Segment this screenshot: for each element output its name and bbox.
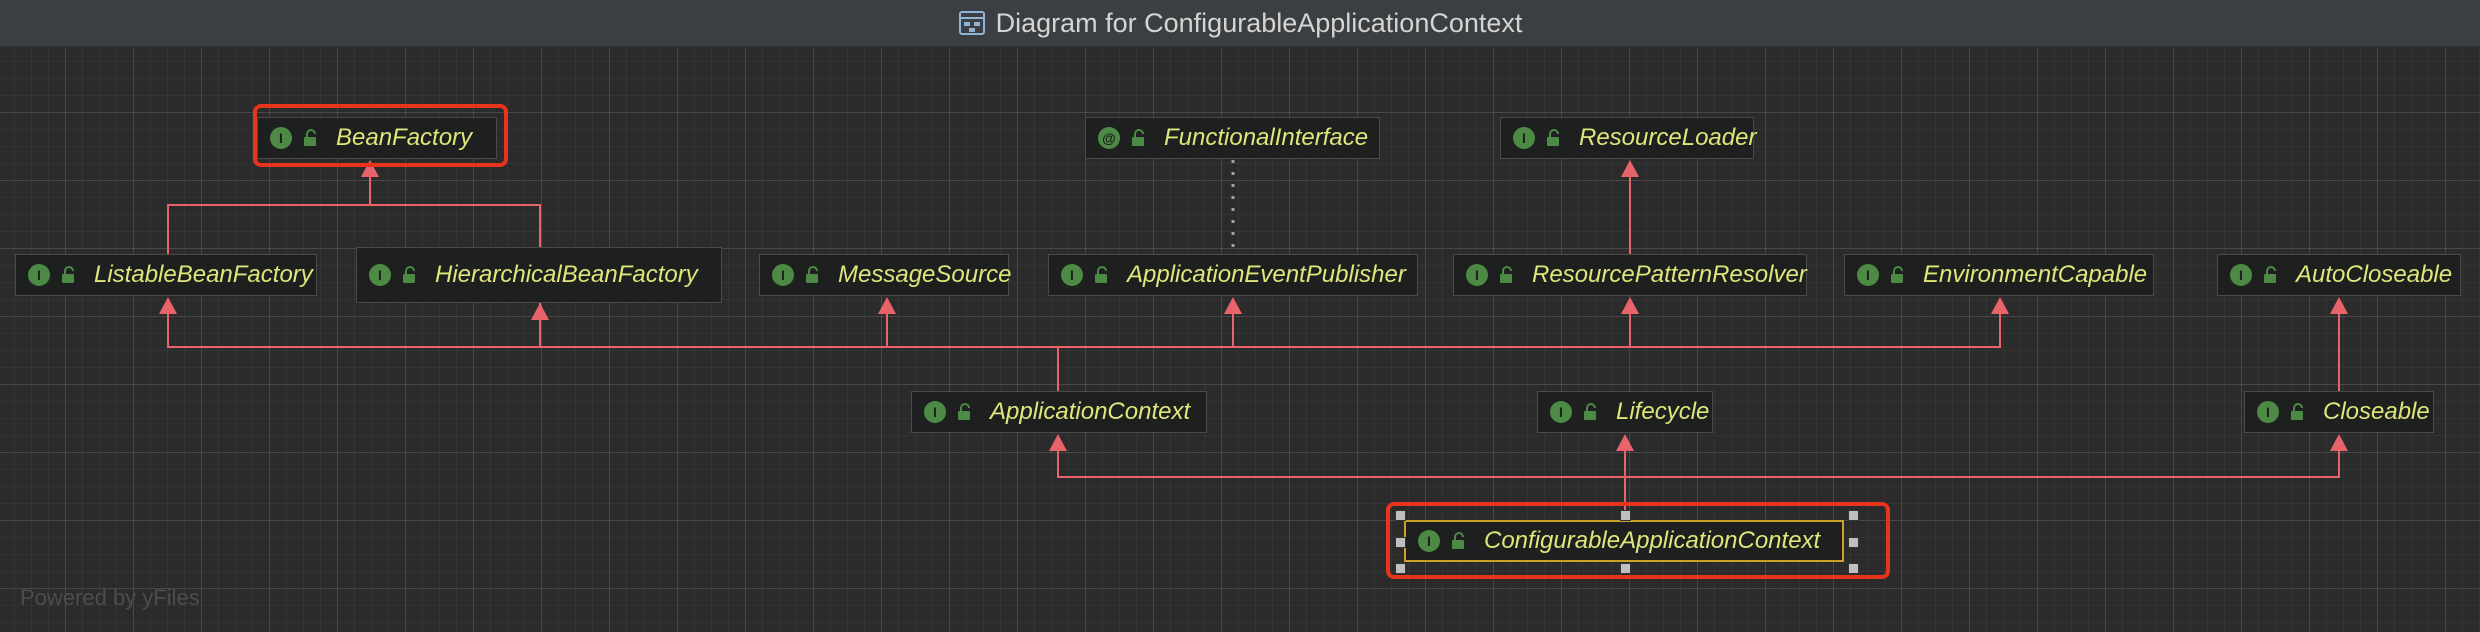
highlight-box-bean-factory: [253, 104, 508, 167]
public-lock-icon: [1500, 266, 1512, 283]
node-bean-factory[interactable]: I BeanFactory: [257, 117, 497, 159]
node-listable-bean-factory[interactable]: I ListableBeanFactory: [15, 254, 317, 296]
public-lock-icon: [1891, 266, 1903, 283]
interface-badge-icon: I: [1857, 264, 1879, 286]
arrowhead-hierarchical: [531, 303, 549, 320]
node-message-source[interactable]: I MessageSource: [759, 254, 1012, 296]
interface-badge-icon: I: [2230, 264, 2252, 286]
edge-listable-to-beanfactory: [167, 176, 371, 254]
arrowhead-listable: [159, 297, 177, 314]
public-lock-icon: [1584, 403, 1596, 420]
selection-handle[interactable]: [1848, 510, 1859, 521]
interface-badge-icon: I: [1418, 530, 1440, 552]
interface-badge-icon: I: [924, 401, 946, 423]
selection-handle[interactable]: [1620, 510, 1631, 521]
edge-cac-bus: [1057, 450, 2340, 478]
node-label: ListableBeanFactory: [94, 261, 313, 288]
arrowhead-beanfactory: [361, 160, 379, 177]
node-label: Closeable: [2323, 398, 2430, 425]
interface-badge-icon: I: [1550, 401, 1572, 423]
interface-badge-icon: I: [1466, 264, 1488, 286]
selection-handle[interactable]: [1395, 537, 1406, 548]
node-label: EnvironmentCapable: [1923, 261, 2148, 288]
edge-appctx-bus: [167, 313, 2001, 348]
node-environment-capable[interactable]: I EnvironmentCapable: [1844, 254, 2154, 296]
node-configurable-application-context[interactable]: I ConfigurableApplicationContext: [1404, 520, 1844, 562]
public-lock-icon: [806, 266, 818, 283]
selection-handle[interactable]: [1620, 563, 1631, 574]
interface-badge-icon: I: [1513, 127, 1535, 149]
selection-handle[interactable]: [1848, 537, 1859, 548]
diagram-icon: [958, 11, 985, 35]
interface-badge-icon: I: [270, 127, 292, 149]
public-lock-icon: [1095, 266, 1107, 283]
arrowhead-autocloseable: [2330, 297, 2348, 314]
edge-hierarchical-to-beanfactory: [370, 204, 541, 247]
public-lock-icon: [62, 266, 74, 283]
interface-badge-icon: I: [772, 264, 794, 286]
public-lock-icon: [2264, 266, 2276, 283]
node-label: ResourceLoader: [1579, 124, 1757, 151]
node-resource-pattern-resolver[interactable]: I ResourcePatternResolver: [1453, 254, 1807, 296]
arrowhead-lifecycle: [1616, 434, 1634, 451]
interface-badge-icon: I: [1061, 264, 1083, 286]
node-label: MessageSource: [838, 261, 1012, 288]
arrowhead-resourceloader: [1621, 160, 1639, 177]
arrowhead-appctx: [1049, 434, 1067, 451]
interface-badge-icon: I: [2257, 401, 2279, 423]
node-closeable[interactable]: I Closeable: [2244, 391, 2434, 433]
window-title-bar: Diagram for ConfigurableApplicationConte…: [0, 0, 2480, 47]
node-resource-loader[interactable]: I ResourceLoader: [1500, 117, 1757, 159]
node-label: AutoCloseable: [2296, 261, 2453, 288]
public-lock-icon: [1452, 532, 1464, 549]
node-application-context[interactable]: I ApplicationContext: [911, 391, 1207, 433]
node-lifecycle[interactable]: I Lifecycle: [1537, 391, 1713, 433]
selection-handle[interactable]: [1395, 510, 1406, 521]
node-application-event-publisher[interactable]: I ApplicationEventPublisher: [1048, 254, 1418, 296]
interface-badge-icon: I: [369, 264, 391, 286]
node-label: BeanFactory: [336, 124, 473, 151]
public-lock-icon: [2291, 403, 2303, 420]
selection-handle[interactable]: [1848, 563, 1859, 574]
annotation-badge-icon: @: [1098, 127, 1120, 149]
window-title: Diagram for ConfigurableApplicationConte…: [995, 7, 1523, 38]
interface-badge-icon: I: [28, 264, 50, 286]
arrowhead-eventpublisher: [1224, 297, 1242, 314]
arrowhead-resourcepattern: [1621, 297, 1639, 314]
node-label: HierarchicalBeanFactory: [435, 261, 698, 288]
watermark: Powered by yFiles: [20, 585, 200, 610]
node-auto-closeable[interactable]: I AutoCloseable: [2217, 254, 2461, 296]
selection-handle[interactable]: [1395, 563, 1406, 574]
node-label: FunctionalInterface: [1164, 124, 1369, 151]
arrowhead-closeable: [2330, 434, 2348, 451]
node-label: ConfigurableApplicationContext: [1484, 527, 1821, 554]
node-hierarchical-bean-factory[interactable]: I HierarchicalBeanFactory: [356, 247, 722, 303]
node-label: ApplicationEventPublisher: [1127, 261, 1406, 288]
node-label: Lifecycle: [1616, 398, 1710, 425]
node-label: ApplicationContext: [990, 398, 1191, 425]
public-lock-icon: [1547, 129, 1559, 146]
public-lock-icon: [403, 266, 415, 283]
node-functional-interface[interactable]: @ FunctionalInterface: [1085, 117, 1380, 159]
highlight-box-configurable-application-context: [1386, 502, 1890, 579]
public-lock-icon: [304, 129, 316, 146]
public-lock-icon: [1132, 129, 1144, 146]
node-label: ResourcePatternResolver: [1532, 261, 1807, 288]
arrowhead-environment: [1991, 297, 2009, 314]
public-lock-icon: [958, 403, 970, 420]
arrowhead-messagesource: [878, 297, 896, 314]
